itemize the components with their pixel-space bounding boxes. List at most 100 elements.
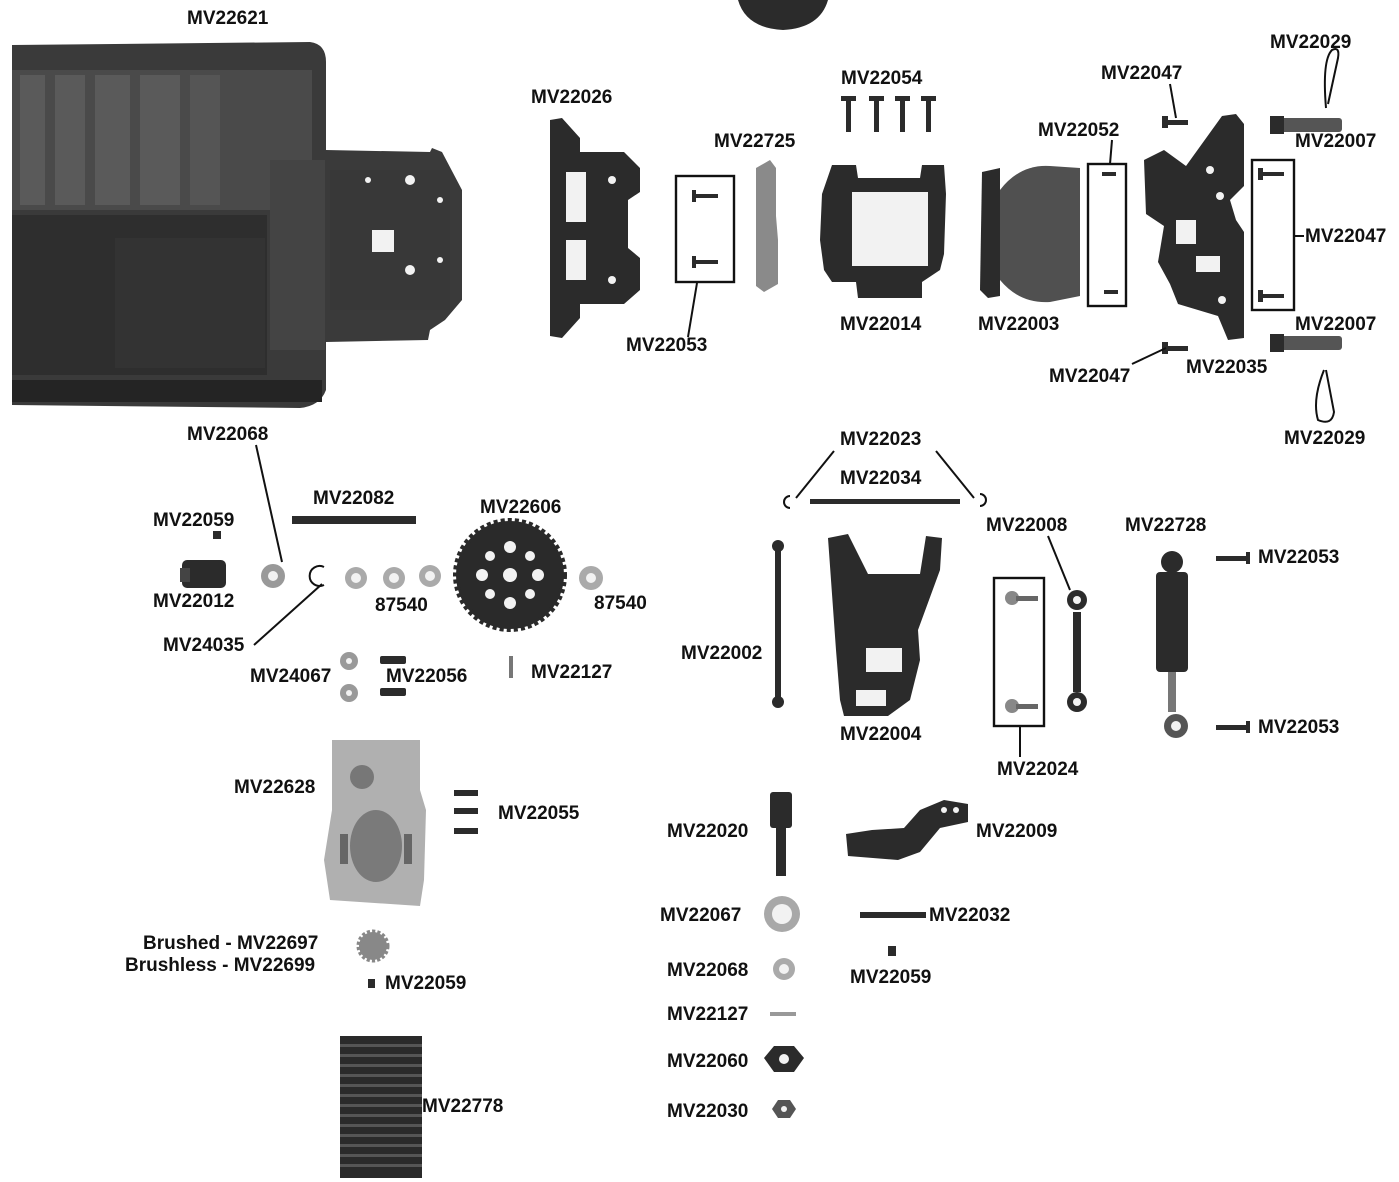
- label-washers-1: 87540: [375, 595, 428, 616]
- screw-small-top-part: [1162, 116, 1188, 128]
- leader-lines: [253, 83, 1304, 757]
- label-bumper: MV22003: [978, 314, 1059, 335]
- front-bulkhead-part: [550, 118, 640, 338]
- screw-pair-part-3: [1258, 168, 1284, 302]
- label-screw-box: MV22052: [1038, 120, 1119, 141]
- label-diff-shaft: MV22082: [313, 488, 394, 509]
- label-clip-top: MV22029: [1270, 32, 1351, 53]
- label-screw-box-right: MV22047: [1305, 226, 1386, 247]
- motor-screws-part: [454, 790, 478, 834]
- bearing-part: [261, 564, 285, 588]
- body-post-bottom-part: [1270, 334, 1342, 352]
- screw-box-2: [1086, 162, 1128, 308]
- label-hub-carrier: MV22009: [976, 821, 1057, 842]
- screw-box-3: [1250, 158, 1296, 312]
- washer-right-part: [579, 566, 603, 590]
- label-heatsink: MV22778: [422, 1096, 503, 1117]
- hub-carrier-part: [846, 800, 968, 860]
- screw-box-1: [674, 174, 736, 284]
- bulkhead-b-part: [820, 165, 946, 298]
- label-pinion-brushed: Brushed - MV22697: [143, 933, 318, 954]
- suspension-link-part: [756, 160, 778, 292]
- top-partial-part: [738, 0, 828, 30]
- label-grub-screw: MV22059: [153, 510, 234, 531]
- pinion-grub-part: [368, 979, 375, 988]
- heatsink-part: [340, 1036, 422, 1178]
- label-post-bottom: MV22007: [1295, 314, 1376, 335]
- label-front-bulkhead-a: MV22026: [531, 87, 612, 108]
- label-pinion-grub: MV22059: [385, 973, 466, 994]
- label-ballstud: MV22024: [997, 759, 1079, 780]
- label-eclips-arm: MV22023: [840, 429, 921, 450]
- outdrive-part: [180, 560, 226, 588]
- lower-arm-part: [828, 534, 942, 716]
- shock-tower-part: [1144, 114, 1244, 340]
- label-chassis: MV22621: [187, 8, 269, 29]
- pin-long-part: [860, 912, 926, 918]
- label-outdrive: MV22012: [153, 591, 234, 612]
- grub-small-part: [888, 946, 896, 956]
- dogbone-part: [772, 540, 784, 708]
- label-axle: MV22020: [667, 821, 748, 842]
- motor-mount-part: [324, 740, 426, 906]
- body-clip-bottom-part: [1315, 369, 1336, 423]
- turnbuckle-part: [1067, 590, 1087, 712]
- label-screws-pair-1: MV22053: [626, 335, 707, 356]
- label-dogbone: MV22002: [681, 643, 762, 664]
- label-nut: MV22030: [667, 1101, 748, 1122]
- label-motor-screws: MV22055: [498, 803, 580, 824]
- label-grub-small: MV22059: [850, 967, 931, 988]
- pinion-part: [356, 929, 390, 963]
- eclip-part: [308, 565, 325, 587]
- label-screw-bottom: MV22047: [1049, 366, 1130, 387]
- label-shims: MV24067: [250, 666, 331, 687]
- label-eclip: MV24035: [163, 635, 245, 656]
- bumper-part: [980, 165, 1080, 303]
- pin-part: [509, 656, 513, 678]
- label-cap-screws: MV22056: [386, 666, 467, 687]
- label-motor-mount: MV22628: [234, 777, 315, 798]
- label-spur-gear: MV22606: [480, 497, 561, 518]
- label-pin-small: MV22127: [667, 1004, 748, 1025]
- label-bearing-large: MV22067: [660, 905, 741, 926]
- label-pinion-brushless: Brushless - MV22699: [125, 955, 315, 976]
- spur-gear-part: [453, 518, 567, 632]
- label-post-top: MV22007: [1295, 131, 1376, 152]
- ballstud-part: [1005, 591, 1038, 713]
- axle-part: [770, 792, 792, 876]
- ballstud-box: [992, 576, 1046, 728]
- label-hinge-pin: MV22034: [840, 468, 922, 489]
- label-shock-screw-top: MV22053: [1258, 547, 1339, 568]
- chassis-part: [12, 42, 462, 408]
- label-screws-top: MV22054: [841, 68, 923, 89]
- hex-part: [764, 1046, 804, 1072]
- bearing-large-part: [764, 896, 800, 932]
- shock-screw-bottom-part: [1216, 721, 1250, 733]
- label-lower-arm: MV22004: [840, 724, 922, 745]
- label-susp-pin-holder: MV22725: [714, 131, 796, 152]
- shims-part: [340, 652, 358, 702]
- eclips-arm-part: [783, 493, 987, 509]
- label-front-bulkhead-b: MV22014: [840, 314, 922, 335]
- grub-screw-part: [213, 531, 221, 539]
- hinge-pin-part: [810, 499, 960, 504]
- washers-part: [345, 565, 441, 589]
- label-pin: MV22127: [531, 662, 612, 683]
- bearing-small-part: [773, 958, 795, 980]
- body-post-top-part: [1270, 116, 1342, 134]
- label-shock-screw-bottom: MV22053: [1258, 717, 1339, 738]
- diff-shaft-part: [292, 516, 416, 524]
- label-pin-long: MV22032: [929, 905, 1010, 926]
- label-bearing-small: MV22068: [667, 960, 748, 981]
- label-shock-tower: MV22035: [1186, 357, 1268, 378]
- shock-screw-top-part: [1216, 552, 1250, 564]
- screw-pair-part: [692, 190, 718, 268]
- label-clip-bottom: MV22029: [1284, 428, 1365, 449]
- label-hex: MV22060: [667, 1051, 748, 1072]
- label-turnbuckle: MV22008: [986, 515, 1067, 536]
- nut-part: [772, 1100, 796, 1118]
- pin-small-part: [770, 1012, 796, 1016]
- body-clip-top-part: [1323, 48, 1340, 109]
- part-labels: MV22621 MV22026 MV22725 MV22054 MV22053 …: [125, 8, 1386, 1122]
